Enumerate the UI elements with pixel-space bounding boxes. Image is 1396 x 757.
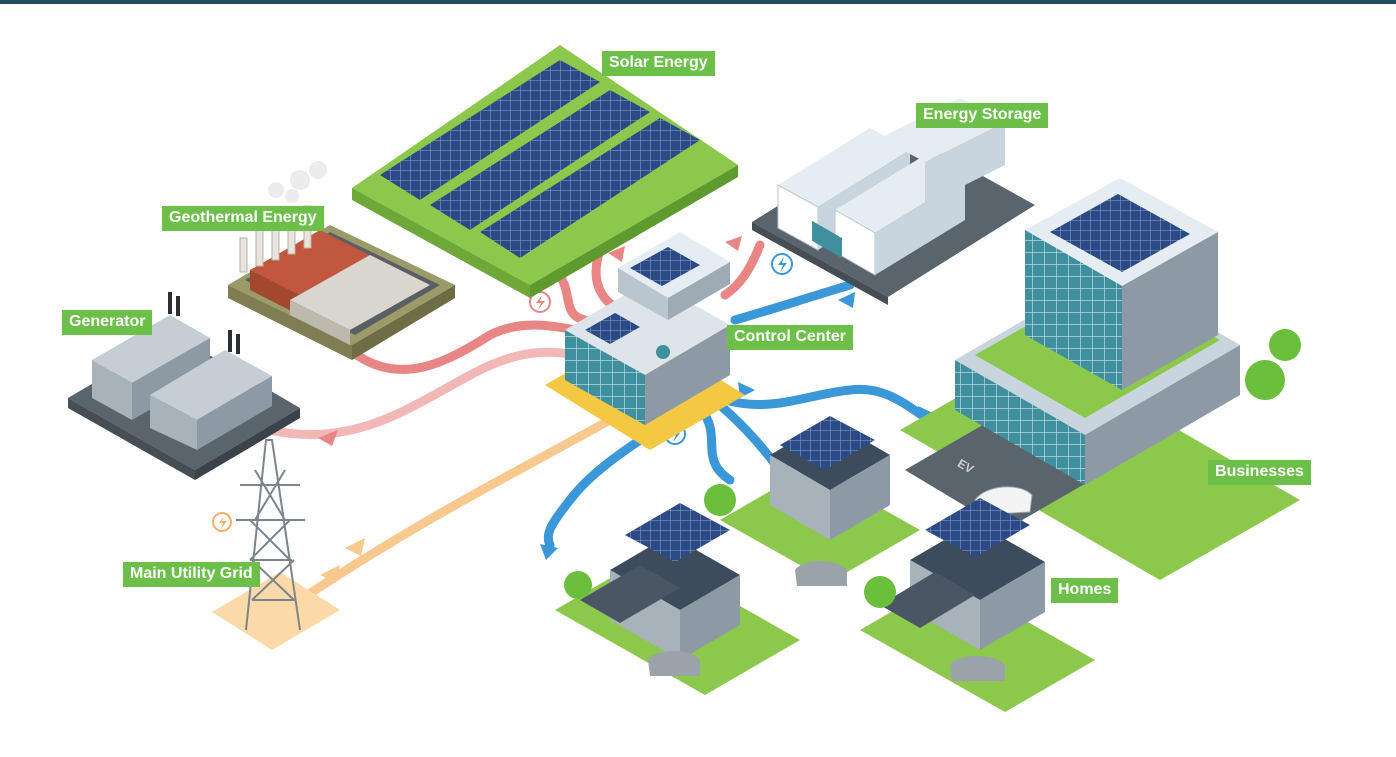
home-middle xyxy=(704,416,920,586)
home-flow-line-b xyxy=(700,410,735,485)
grid-flow-line xyxy=(295,415,615,605)
arrow-icon xyxy=(345,538,365,556)
arrow-icon xyxy=(608,246,625,262)
arrow-icon xyxy=(918,406,935,420)
control-center-label: Control Center xyxy=(727,325,853,350)
transmission-tower xyxy=(212,439,340,650)
steam-clouds xyxy=(268,161,327,203)
geothermal-plant xyxy=(228,161,455,360)
lightning-icon xyxy=(778,257,787,272)
home-right xyxy=(860,498,1095,712)
arrow-icon xyxy=(838,292,855,308)
storage-flow-line-blue xyxy=(730,280,855,325)
homes xyxy=(555,416,1095,712)
business-flow-line xyxy=(695,384,950,435)
businesses-label: Businesses xyxy=(1208,460,1311,485)
control-center xyxy=(545,232,745,450)
generator-label: Generator xyxy=(62,310,153,335)
exhaust-pipes xyxy=(168,292,240,354)
homes-label: Homes xyxy=(1051,578,1119,603)
solar-panel-rows xyxy=(380,60,700,258)
geothermal-energy-label: Geothermal Energy xyxy=(162,206,324,231)
arrow-icon xyxy=(540,544,558,560)
business-complex: EV xyxy=(900,178,1301,580)
generator-plant xyxy=(68,292,300,480)
main-utility-grid-label: Main Utility Grid xyxy=(123,562,260,587)
energy-storage xyxy=(752,98,1035,305)
arrow-icon xyxy=(318,430,338,446)
lightning-icon xyxy=(536,295,545,310)
top-border xyxy=(0,0,1396,4)
solar-farm xyxy=(352,45,738,298)
energy-storage-label: Energy Storage xyxy=(916,103,1049,128)
arrow-icon xyxy=(725,236,742,251)
storage-flow-line-red xyxy=(720,240,765,300)
home-left xyxy=(555,503,800,695)
arrow-icon xyxy=(320,565,340,583)
parking-ev-marking: EV xyxy=(955,456,976,476)
geothermal-flow-line xyxy=(345,320,580,374)
lightning-icon xyxy=(219,516,227,529)
solar-energy-label: Solar Energy xyxy=(602,51,715,76)
